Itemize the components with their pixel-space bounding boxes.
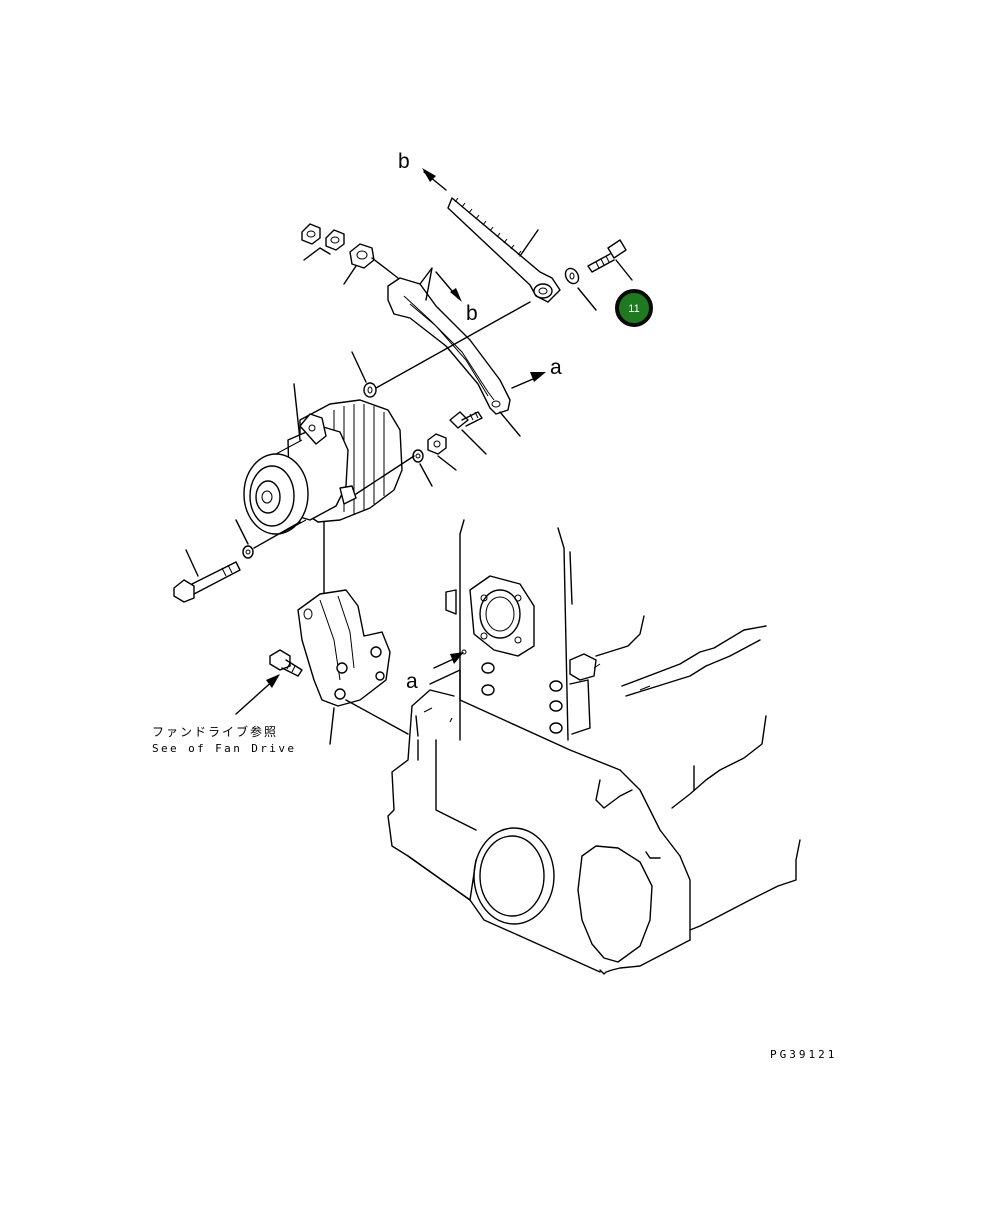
adjusting-rod[interactable]: [447, 197, 561, 303]
label-b-mid: b: [466, 302, 478, 325]
arrow-b-top: [422, 168, 447, 191]
bolt-long-lower[interactable]: [173, 561, 241, 603]
leader-alternator: [293, 383, 301, 441]
nut-mid[interactable]: [427, 433, 447, 455]
label-a-left: a: [406, 670, 418, 693]
nut-top-1[interactable]: [301, 223, 321, 245]
alternator[interactable]: [243, 399, 403, 535]
arrow-b-mid: [435, 271, 462, 302]
spacer-bush[interactable]: [349, 243, 375, 269]
washer-lower[interactable]: [242, 545, 254, 559]
line-washer-alt: [355, 455, 415, 495]
bolt-small-top[interactable]: [587, 239, 627, 273]
callout-badge[interactable]: 11: [615, 289, 653, 327]
label-b-top: b: [398, 150, 410, 173]
note-fan-drive-en: See of Fan Drive: [152, 742, 296, 755]
leader-bracket: [499, 411, 521, 437]
leader-nut-mid: [437, 455, 457, 471]
adjusting-bracket[interactable]: [387, 267, 511, 415]
leader-spacer: [343, 265, 357, 285]
arrow-a-right: [511, 372, 546, 389]
leader-washer-lower: [235, 519, 249, 545]
note-fan-drive-jp: ファンドライブ参照: [152, 724, 278, 739]
callout-number: 11: [628, 303, 639, 315]
bolt-mid[interactable]: [449, 411, 483, 429]
line-rod-to-alternator: [375, 301, 531, 389]
leader-bolt-mid: [461, 429, 487, 455]
washer-bracket[interactable]: [363, 382, 377, 398]
arrow-fan-drive: [235, 674, 280, 715]
nut-top-2[interactable]: [325, 229, 345, 251]
leader-mount-bracket: [329, 707, 335, 745]
drawing-code: PG39121: [770, 1048, 837, 1061]
label-a-right: a: [550, 356, 562, 379]
leader-rod: [519, 229, 539, 257]
leader-washer-rod: [577, 287, 597, 311]
line-spacer-bracket: [371, 257, 399, 279]
leader-washer-bracket: [351, 351, 367, 383]
leader-washer-mid: [419, 463, 433, 487]
leader-nuts-top: [303, 247, 331, 261]
line-washer-lower-alt: [253, 521, 301, 549]
mounting-bracket[interactable]: [297, 589, 391, 707]
line-mount-to-block: [345, 699, 409, 735]
arrow-a-left: [433, 652, 464, 669]
engine-block: [387, 519, 801, 975]
washer-rod[interactable]: [563, 266, 581, 286]
flange-bolt[interactable]: [269, 649, 303, 677]
leader-bolt-small: [615, 259, 633, 281]
leader-bolt-long: [185, 549, 199, 577]
